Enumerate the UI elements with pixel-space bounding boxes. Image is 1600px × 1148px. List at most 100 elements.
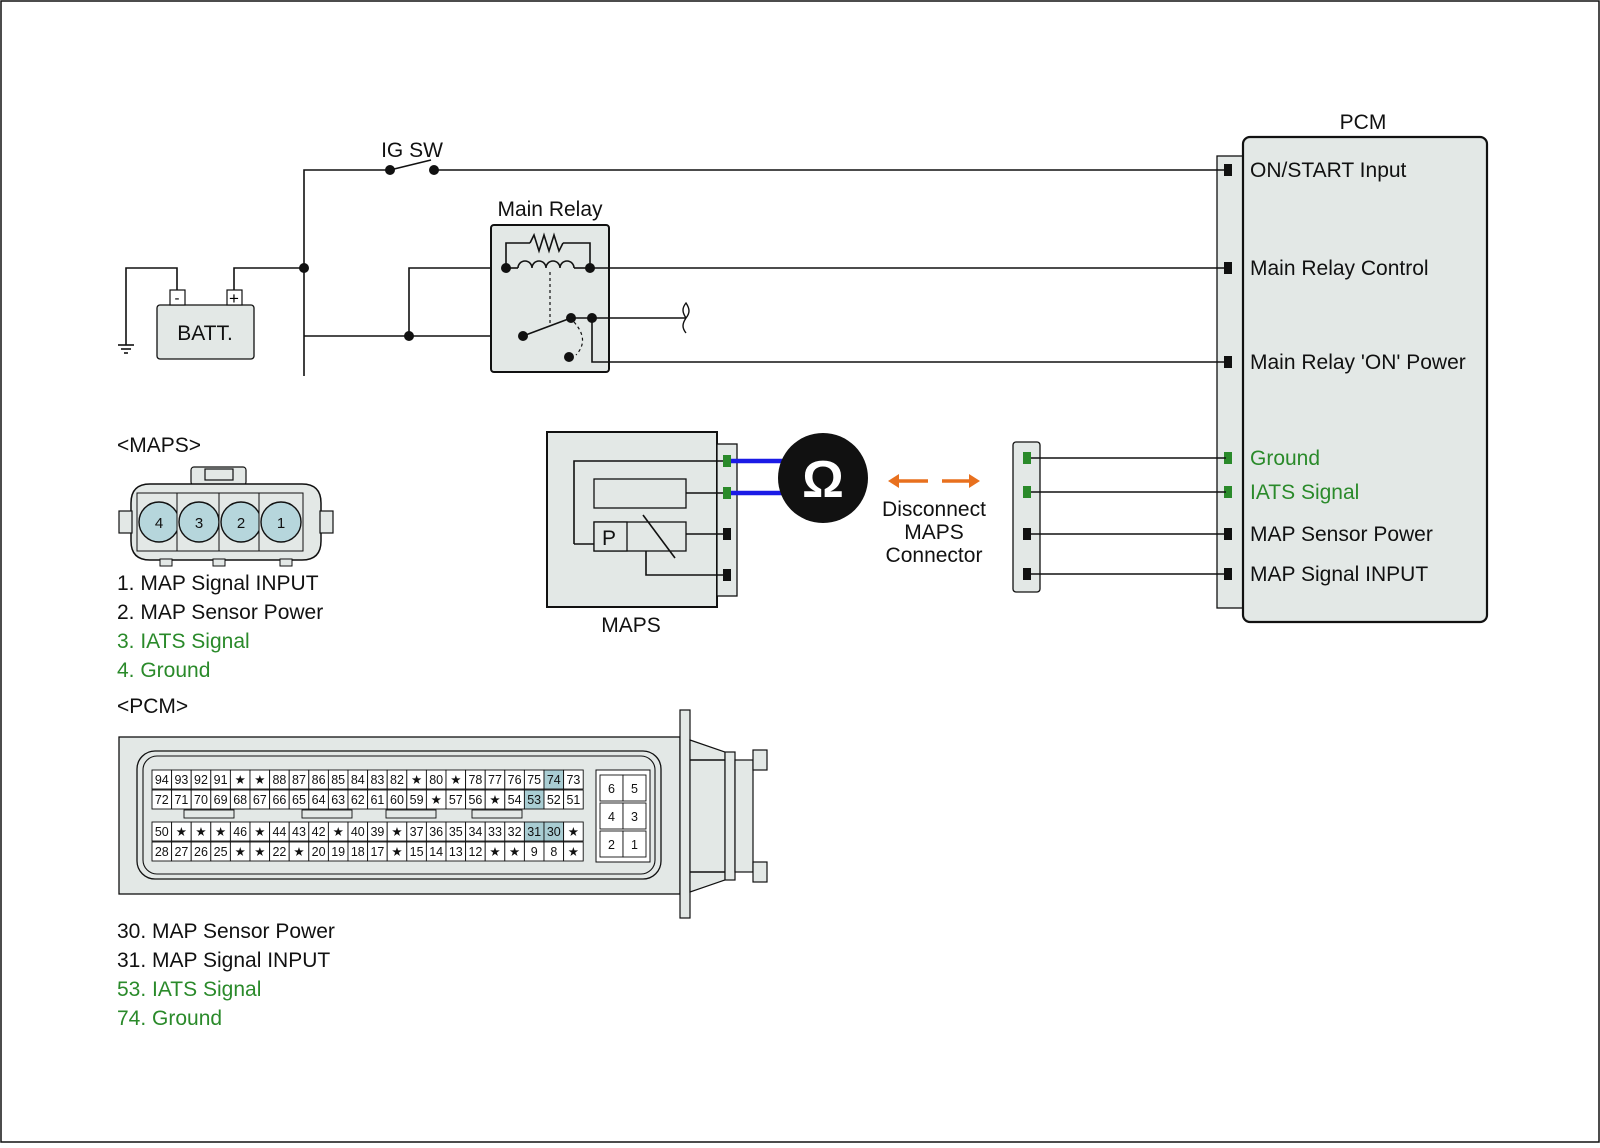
pcm-pin-number: 27 — [174, 845, 188, 859]
pcm-pin-number: 60 — [390, 793, 404, 807]
maps-pin-number: 2 — [237, 515, 245, 532]
pcm-keyway — [183, 809, 235, 819]
maps-sensor-label: MAPS — [601, 614, 661, 637]
ground-symbol-icon — [118, 344, 134, 354]
maps-element-diagonal — [642, 514, 676, 559]
pcm-pin-number: 43 — [292, 825, 306, 839]
ig-switch-contact — [385, 165, 395, 175]
maps-pin — [723, 569, 731, 581]
pcm-pin-number: 82 — [390, 773, 404, 787]
pcm-pin-number: 73 — [566, 773, 580, 787]
pcm-pin-number: 8 — [550, 845, 557, 859]
pcm-terminal-pin — [1224, 486, 1232, 498]
pcm-pin-number: ★ — [235, 773, 246, 787]
pcm-terminal-label: ON/START Input — [1250, 159, 1407, 182]
legend-item: 31. MAP Signal INPUT — [117, 949, 330, 972]
legend-item: 74. Ground — [117, 1007, 222, 1030]
wire-battery-ground — [125, 267, 178, 345]
pcm-pin-number: ★ — [254, 845, 265, 859]
ig-switch-blade — [389, 159, 432, 171]
pcm-pin-number: 34 — [468, 825, 482, 839]
disconnect-label-line1: Disconnect — [882, 498, 986, 521]
pcm-pin-number: 32 — [508, 825, 522, 839]
pcm-small-pin-number: 5 — [631, 782, 638, 796]
pcm-pin-number: 22 — [272, 845, 286, 859]
pcm-pin-number: 56 — [468, 793, 482, 807]
pcm-pin-number: 25 — [214, 845, 228, 859]
pcm-keyway — [301, 809, 353, 819]
pcm-pin-number: ★ — [235, 845, 246, 859]
pcm-terminal-label: MAP Sensor Power — [1250, 523, 1433, 546]
pcm-pin-number: 65 — [292, 793, 306, 807]
pcm-pin-number: ★ — [293, 845, 304, 859]
legend-item: 3. IATS Signal — [117, 630, 250, 653]
double-arrow-icon — [888, 474, 980, 488]
disconnect-label-line2: MAPS — [904, 521, 964, 544]
relay-resistor — [529, 232, 564, 254]
pcm-pin-number: 20 — [312, 845, 326, 859]
pcm-pin-number: ★ — [254, 825, 265, 839]
harness-pin-green — [1023, 486, 1031, 498]
pcm-pin-number: 64 — [312, 793, 326, 807]
relay-switch-contact — [564, 352, 574, 362]
relay-coil-terminal — [501, 263, 511, 273]
relay-coil — [517, 260, 575, 269]
legend-item: 4. Ground — [117, 659, 210, 682]
relay-switch-travel — [573, 321, 584, 356]
maps-pin-number: 4 — [155, 515, 163, 532]
pcm-pin-number: 85 — [331, 773, 345, 787]
pcm-small-pin-number: 6 — [608, 782, 615, 796]
battery-plus-sign: + — [229, 289, 239, 308]
pcm-pin-number: 71 — [174, 793, 188, 807]
pcm-pin-number: 67 — [253, 793, 267, 807]
pcm-small-pin-cell — [622, 802, 647, 830]
pcm-pin-number: 74 — [547, 773, 561, 787]
pcm-terminal-pin — [1224, 164, 1232, 176]
wire-battery-positive — [233, 267, 304, 290]
maps-pin-green — [723, 487, 731, 499]
pcm-pin-number: 66 — [272, 793, 286, 807]
pcm-pin-number: 44 — [272, 825, 286, 839]
pcm-pin-number: 50 — [155, 825, 169, 839]
ig-sw-label: IG SW — [381, 139, 443, 162]
battery-minus-sign: - — [175, 290, 180, 307]
pcm-terminal-label: MAP Signal INPUT — [1250, 563, 1428, 586]
pcm-pin-number: 35 — [449, 825, 463, 839]
pcm-pin-number: 13 — [449, 845, 463, 859]
pcm-pin-number: 18 — [351, 845, 365, 859]
pcm-pin-number: 51 — [566, 793, 580, 807]
relay-resistor-lead — [505, 242, 530, 268]
pcm-pin-number: 26 — [194, 845, 208, 859]
pcm-pin-number: ★ — [411, 773, 422, 787]
relay-switch-blade — [522, 317, 572, 337]
maps-pin-green — [723, 455, 731, 467]
pcm-pin-number: 84 — [351, 773, 365, 787]
wire-to-relay-coil — [408, 267, 506, 336]
pcm-connector-side — [679, 709, 768, 919]
pcm-pin-number: 42 — [312, 825, 326, 839]
pcm-pin-number: 63 — [331, 793, 345, 807]
wire-relay-on-power — [591, 318, 1226, 363]
pcm-pin-number: 46 — [233, 825, 247, 839]
pcm-pin-number: 80 — [429, 773, 443, 787]
pcm-pin-number: 76 — [508, 773, 522, 787]
pcm-pin-number: ★ — [489, 793, 500, 807]
pcm-pin-number: 17 — [370, 845, 384, 859]
maps-internal-wire — [573, 460, 727, 544]
pcm-pin-number: 28 — [155, 845, 169, 859]
maps-pin — [260, 501, 302, 543]
pcm-pin-number: 88 — [272, 773, 286, 787]
battery — [156, 304, 255, 360]
pcm-pin-cell — [563, 769, 584, 790]
maps-pin-number: 3 — [195, 515, 203, 532]
pcm-small-pin-number: 2 — [608, 838, 615, 852]
pcm-pin-number: 83 — [370, 773, 384, 787]
